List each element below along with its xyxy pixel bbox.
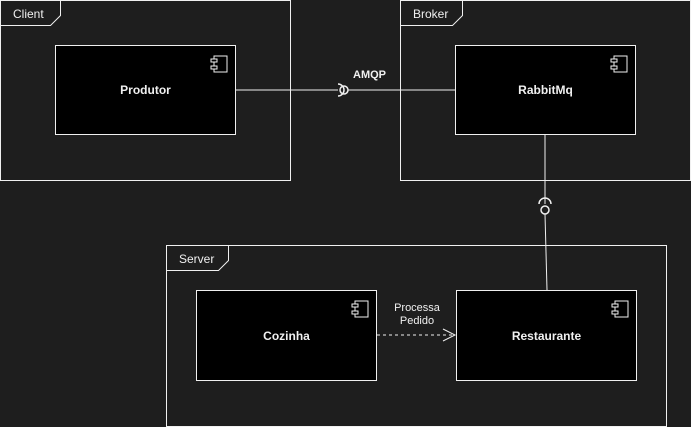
rabbitmq-component[interactable]: RabbitMq (455, 45, 636, 135)
server-tab-outline (166, 245, 229, 271)
frame-tab-corners (0, 0, 463, 271)
processa-pedido-label: Processa Pedido (390, 302, 444, 328)
client-frame-label: Client (13, 7, 44, 21)
broker-frame-tab: Broker (401, 1, 463, 26)
produtor-name: Produtor (120, 83, 171, 97)
amqp-label: AMQP (353, 69, 386, 81)
broker-frame-label: Broker (413, 7, 449, 21)
amqp-socket-icon (337, 83, 345, 97)
server-frame-tab: Server (167, 246, 229, 271)
restaurante-name: Restaurante (511, 328, 582, 343)
component-icon (210, 55, 228, 73)
processa-pedido-arrowhead-icon (442, 328, 457, 342)
broker-tab-outline (400, 0, 463, 26)
component-icon (610, 55, 628, 73)
restaurante-component[interactable]: Restaurante (456, 290, 637, 381)
component-icon (611, 300, 629, 318)
processa-pedido-label-line2: Pedido (399, 315, 435, 327)
server-frame-label: Server (179, 252, 215, 266)
cozinha-name: Cozinha (263, 328, 310, 343)
rabbitmq-ball-icon (540, 205, 550, 215)
client-frame-tab: Client (1, 1, 61, 26)
component-icon (351, 300, 369, 318)
rabbitmq-socket-icon (538, 197, 552, 205)
socket-restaurante-line (544, 213, 548, 291)
produtor-component[interactable]: Produtor (55, 45, 236, 135)
client-tab-outline (0, 0, 61, 26)
cozinha-component[interactable]: Cozinha (196, 290, 377, 381)
rabbitmq-name: RabbitMq (518, 83, 573, 97)
processa-pedido-label-line1: Processa (394, 302, 440, 314)
